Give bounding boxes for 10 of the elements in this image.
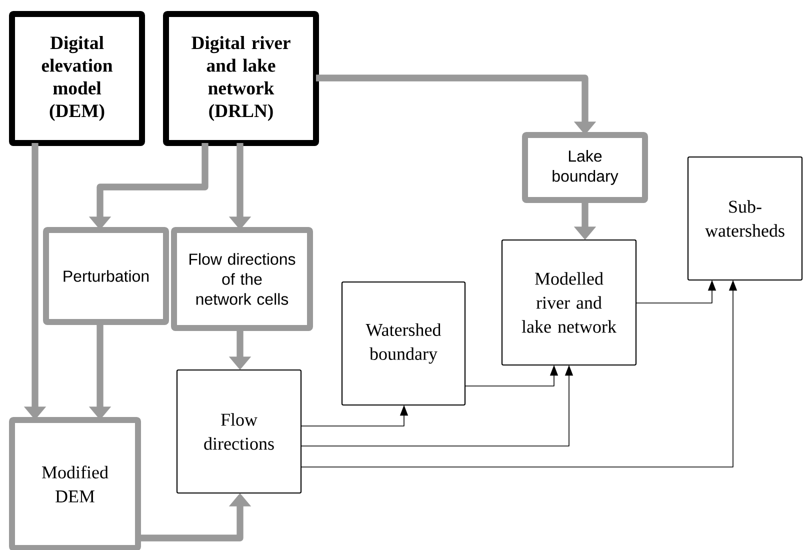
process-box: Perturbation: [43, 227, 169, 325]
result-box: Sub-watersheds: [687, 156, 803, 281]
result-box: Modelled river and lake network: [501, 239, 637, 366]
result-box: Flow directions: [176, 369, 302, 494]
result-box: Watershed boundary: [341, 281, 466, 406]
process-box: Lake boundary: [522, 132, 648, 203]
process-box: Flow directions of the network cells: [171, 227, 313, 331]
process-box: Modified DEM: [9, 417, 141, 550]
input-box: Digital elevation model (DEM): [9, 11, 145, 146]
input-box: Digital river and lake network (DRLN): [163, 11, 319, 146]
